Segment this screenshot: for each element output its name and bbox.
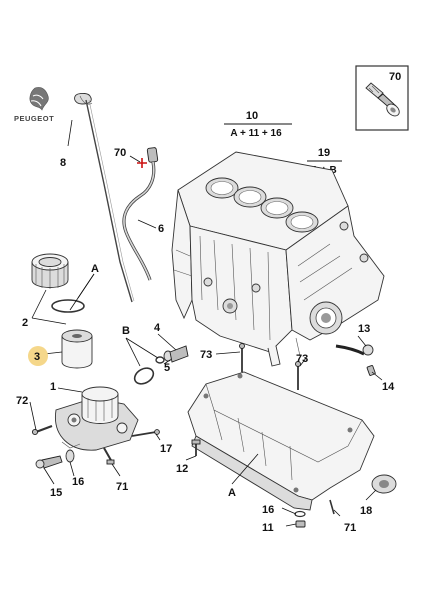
filter-element bbox=[61, 329, 93, 369]
callout-73-left: 73 bbox=[200, 349, 212, 361]
callout-A-pan: A bbox=[228, 487, 236, 499]
filter-cap bbox=[31, 253, 85, 313]
sensor bbox=[335, 344, 376, 376]
callout-A-filter: A bbox=[91, 263, 99, 275]
callout-71-housing: 71 bbox=[116, 481, 128, 493]
seal-ring-large bbox=[133, 367, 155, 385]
callout-8: 8 bbox=[60, 157, 66, 169]
filter-housing bbox=[31, 386, 160, 469]
callout-labels: 8 70 6 A 2 3 B 4 5 1 72 17 16 15 71 73 7… bbox=[16, 147, 395, 534]
callout-13: 13 bbox=[358, 323, 370, 335]
callout-3: 3 bbox=[34, 351, 40, 363]
callout-11: 11 bbox=[262, 522, 274, 534]
leader-lines bbox=[29, 119, 383, 527]
inset-box: 70 bbox=[355, 65, 409, 131]
callout-5: 5 bbox=[164, 362, 170, 374]
inset-label: 70 bbox=[389, 71, 401, 83]
callout-4: 4 bbox=[154, 322, 161, 334]
callout-72: 72 bbox=[16, 395, 28, 407]
callout-16-housing: 16 bbox=[72, 476, 84, 488]
block-number: 10 bbox=[246, 110, 258, 122]
callout-12: 12 bbox=[176, 463, 188, 475]
engine-block bbox=[171, 151, 385, 367]
callout-15: 15 bbox=[50, 487, 62, 499]
brand-name: PEUGEOT bbox=[14, 114, 54, 123]
callout-3-highlight bbox=[28, 346, 48, 366]
block-formula: A + 11 + 16 bbox=[230, 128, 282, 139]
callout-6: 6 bbox=[158, 223, 164, 235]
seal-ring-small bbox=[155, 356, 165, 364]
red-cross-mark bbox=[137, 158, 147, 168]
callout-18: 18 bbox=[360, 505, 372, 517]
callout-2: 2 bbox=[22, 317, 28, 329]
callout-70: 70 bbox=[114, 147, 126, 159]
group-10: 10 A + 11 + 16 bbox=[224, 110, 292, 139]
inset-bolt-icon bbox=[365, 82, 400, 117]
callout-16-pan: 16 bbox=[262, 504, 274, 516]
guide-tube bbox=[122, 147, 159, 281]
ref19-number: 19 bbox=[318, 147, 330, 159]
peugeot-logo: PEUGEOT bbox=[14, 87, 54, 123]
callout-73-right: 73 bbox=[296, 353, 308, 365]
dipstick bbox=[74, 92, 135, 303]
callout-71-pan: 71 bbox=[344, 522, 356, 534]
callout-1: 1 bbox=[50, 381, 56, 393]
callout-17: 17 bbox=[160, 443, 172, 455]
lion-emblem-icon bbox=[29, 87, 49, 111]
callout-14: 14 bbox=[382, 381, 395, 393]
fitting-4 bbox=[169, 345, 189, 363]
oil-pan bbox=[187, 343, 397, 528]
o-ring bbox=[51, 299, 85, 313]
callout-B: B bbox=[122, 325, 130, 337]
seals-b bbox=[133, 345, 189, 385]
